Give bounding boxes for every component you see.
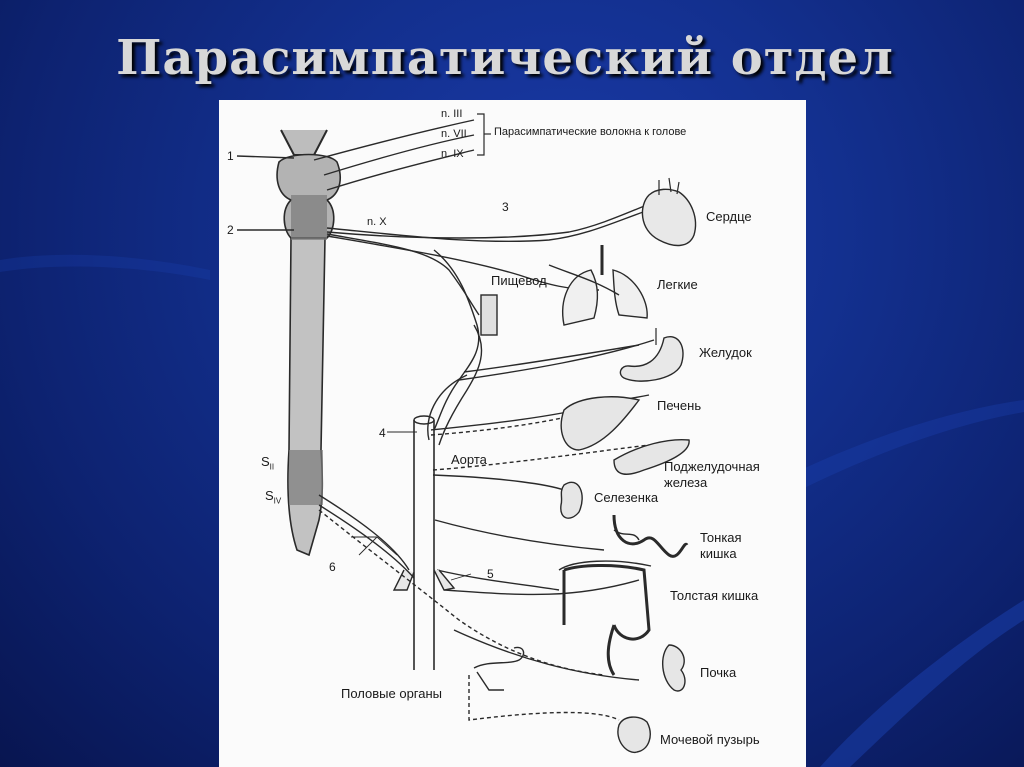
aorta-vessel	[392, 415, 456, 670]
label-n7: n. VII	[441, 128, 467, 140]
label-kidney: Почка	[700, 665, 737, 680]
label-pancreas-line1: Поджелудочная	[664, 459, 760, 474]
large-intestine-organ	[558, 560, 652, 676]
kidney-organ	[662, 644, 686, 692]
label-number-4: 4	[379, 426, 386, 440]
label-heart: Сердце	[706, 209, 752, 224]
label-lungs: Легкие	[657, 277, 698, 292]
label-esophagus: Пищевод	[491, 273, 547, 288]
spinal-cord	[276, 129, 341, 557]
label-n3: n. III	[441, 108, 463, 120]
label-head-fibers: Парасимпатические волокна к голове	[494, 126, 687, 138]
lungs-organ	[548, 245, 648, 326]
label-small-intestine-line1: Тонкая	[700, 530, 742, 545]
small-intestine-organ	[612, 514, 689, 558]
esophagus-organ	[480, 294, 498, 336]
label-bladder: Мочевой пузырь	[660, 732, 760, 747]
label-segment-s2: SII	[261, 454, 275, 472]
label-pancreas-line2: железа	[664, 475, 708, 490]
diagram-drawing	[236, 113, 697, 754]
label-liver: Печень	[657, 398, 702, 413]
label-number-3: 3	[502, 200, 509, 214]
label-aorta: Аорта	[451, 452, 487, 467]
pancreas-organ	[613, 438, 690, 475]
stomach-organ	[619, 328, 684, 382]
leader-lines	[351, 431, 472, 581]
label-number-2: 2	[227, 223, 234, 237]
heart-organ	[641, 177, 697, 247]
pelvic-nerves	[318, 494, 620, 721]
label-number-1: 1	[227, 149, 234, 163]
label-segment-s4: SIV	[265, 488, 282, 506]
spleen-organ	[560, 481, 583, 519]
abdominal-nerves	[427, 339, 655, 681]
liver-organ	[560, 396, 641, 451]
label-n9: n. IX	[441, 148, 464, 160]
label-n10: n. X	[367, 216, 387, 228]
label-genitals: Половые органы	[341, 686, 443, 701]
genitals-organ	[473, 646, 525, 691]
label-number-5: 5	[487, 567, 494, 581]
label-spleen: Селезенка	[594, 490, 659, 505]
label-stomach: Желудок	[699, 345, 752, 360]
nervous-system-diagram: n. III n. VII n. IX Парасимпатические во…	[219, 100, 806, 767]
cranial-nerve-fibers	[236, 113, 491, 191]
label-large-intestine: Толстая кишка	[670, 588, 759, 603]
bladder-organ	[617, 716, 651, 754]
slide-title: Парасимпатический отдел	[116, 30, 894, 86]
label-small-intestine-line2: кишка	[700, 546, 737, 561]
label-number-6: 6	[329, 560, 336, 574]
